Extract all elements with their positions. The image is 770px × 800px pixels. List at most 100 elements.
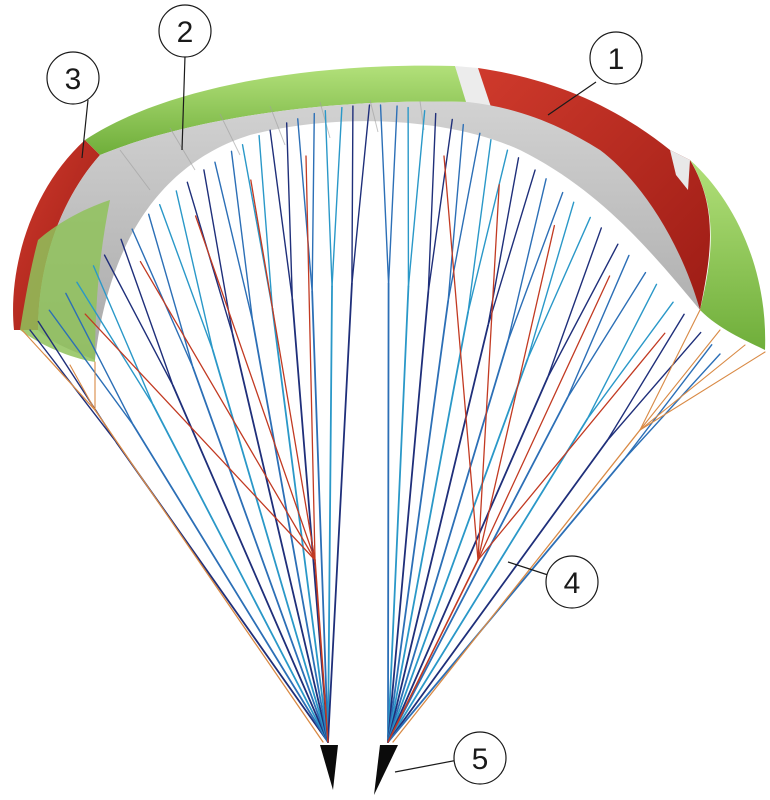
callout-5-label: 5 [472,743,489,776]
upper-line [507,191,564,343]
stabilo-line [639,351,766,431]
brake-line [139,260,316,561]
stabilo-main-line [392,429,641,743]
main-line [387,357,529,743]
brake-line [477,332,666,561]
upper-line [427,118,453,293]
main-line [172,384,329,743]
callout-4: 4 [545,555,599,609]
upper-line [526,201,575,360]
risers [320,745,398,795]
upper-line [76,281,154,406]
upper-line [467,149,509,313]
upper-line [175,190,214,351]
main-line [231,333,329,743]
main-line [387,439,609,743]
main-line [387,282,390,743]
brake-main-line [387,559,479,743]
upper-line [351,105,354,285]
upper-line [427,112,437,293]
main-line [387,324,489,743]
main-line [387,290,430,743]
brake-main-line [314,559,329,743]
brake-line [477,275,611,561]
callout-1: 1 [589,31,643,85]
upper-line [586,301,674,420]
callout-3-label: 3 [65,63,82,96]
upper-line [269,129,293,300]
canopy-underside-green-left [20,200,110,362]
brake-line [477,184,500,561]
upper-line [387,105,398,285]
left-riser [320,745,338,790]
upper-line [447,132,481,302]
upper-line [447,123,465,302]
main-line [387,299,450,743]
main-line [132,424,329,743]
upper-line [623,353,721,461]
stabilo-line [639,309,701,431]
callouts: 1 2 3 4 5 [46,4,643,785]
stabilo-line [639,329,721,431]
upper-line [230,150,254,322]
main-line [311,290,329,743]
main-line [387,396,569,743]
upper-line [566,254,630,399]
callout-5: 5 [453,731,507,785]
upper-line [331,106,343,288]
brake-line [194,215,316,561]
upper-line [258,134,274,310]
upper-line [48,309,135,426]
upper-line [379,104,390,285]
upper-line [351,104,371,285]
main-line [327,285,333,743]
upper-line [526,216,591,360]
upper-line [546,243,619,379]
main-line [271,307,329,743]
main-line [387,311,469,743]
upper-line [103,254,174,387]
upper-line [507,178,547,343]
main-line [387,340,509,743]
main-line [387,418,589,743]
upper-line [159,204,214,351]
right-riser [374,745,398,795]
callout-leaders [81,55,597,773]
main-line [387,285,410,743]
upper-line [566,271,647,399]
brake-line [477,224,556,561]
upper-line [606,331,702,442]
upper-line [586,283,658,420]
canopy-upper-green-panel [85,65,468,155]
brake-line [305,155,316,561]
callout-2-label: 2 [177,16,194,49]
upper-line [623,344,713,461]
main-line [387,458,625,743]
stabilo-line [69,364,96,411]
callout-1-label: 1 [608,43,625,76]
callout-4-label: 4 [564,567,581,600]
upper-line [297,118,313,293]
upper-line [214,161,254,322]
suspension-lines [21,104,766,743]
upper-line [324,110,333,288]
stabilo-line [44,354,96,411]
upper-line [546,227,603,379]
main-line [251,319,329,743]
upper-line [65,292,135,426]
main-line [211,349,329,743]
main-line [387,376,549,743]
callout-3: 3 [46,51,100,105]
canopy-right-white-stripe [670,150,690,190]
brake-line [250,179,316,561]
upper-line [147,213,194,369]
stabilo-line [639,344,746,431]
upper-line [311,112,315,293]
upper-line [285,122,293,300]
brake-line [443,155,479,561]
upper-line [606,313,685,442]
upper-line [92,265,154,406]
upper-line [467,138,492,313]
canopy-right-tip-green [690,160,766,350]
